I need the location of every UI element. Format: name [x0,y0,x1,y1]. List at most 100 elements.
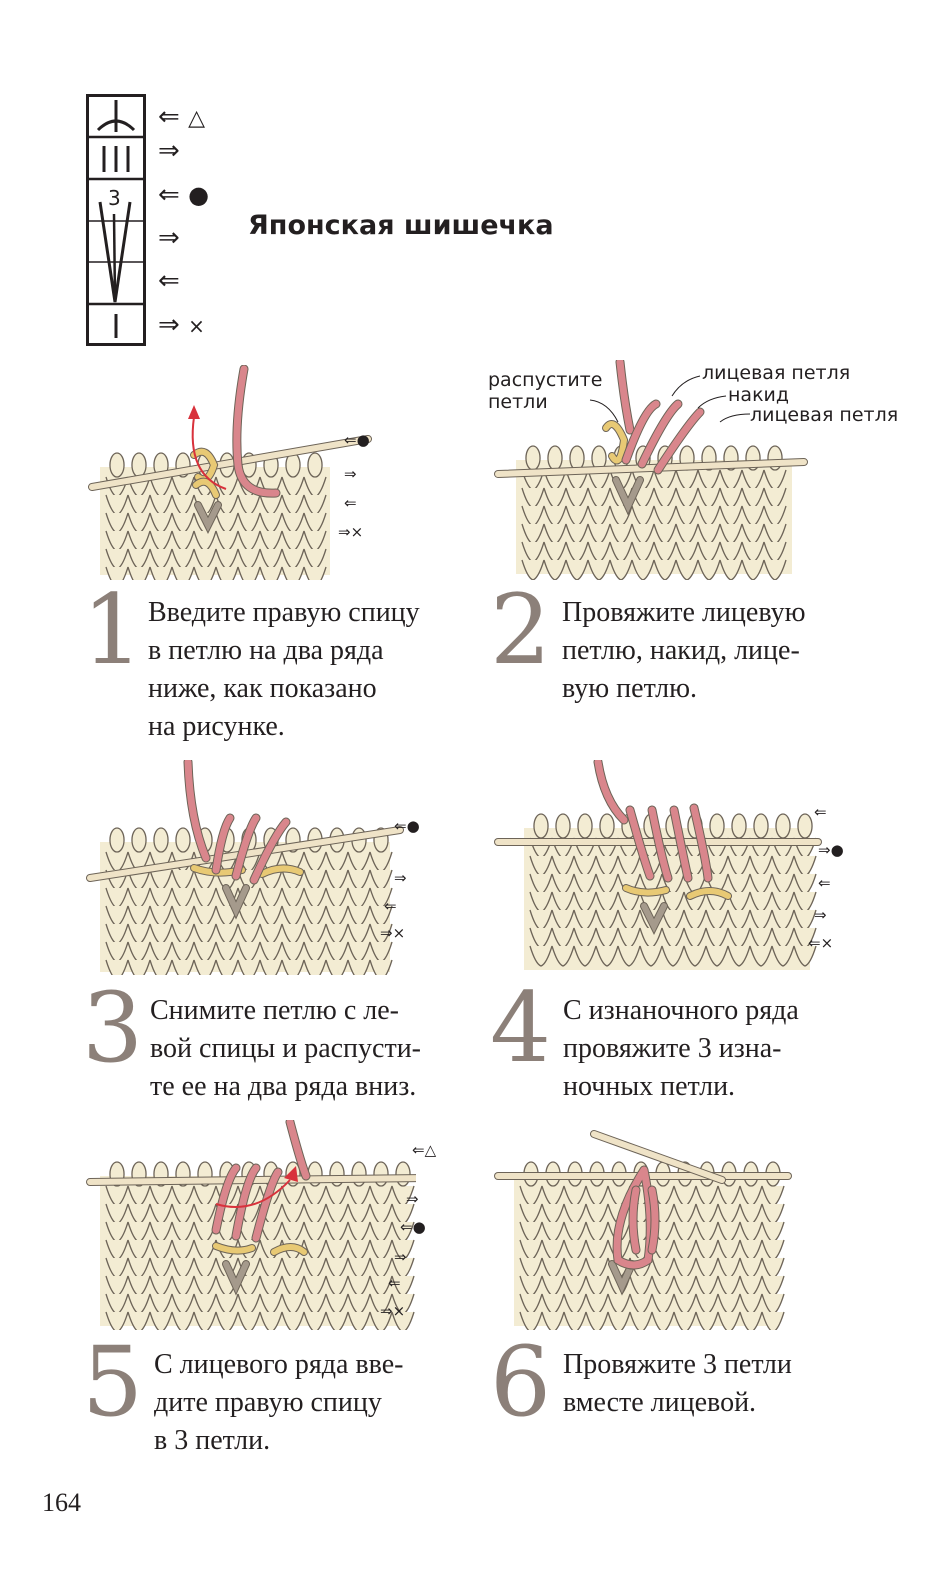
yarn-stitch [609,559,633,580]
yarn-stitch [237,1311,261,1330]
needle-loop [525,445,541,471]
needle-loop [307,452,323,478]
yarn-stitch [519,1311,543,1330]
working-yarn [594,760,628,824]
step-3-text: Снимите петлю с ле- вой спицы и распусти… [150,992,421,1106]
working-yarn [286,1120,310,1180]
step-5-text: С лицевого ряда вве- дите правую спицу в… [154,1346,403,1460]
step-1-row-label: ⇐ [344,494,357,512]
yarn-stitch [695,1311,719,1330]
yarn-stitch [215,959,239,975]
new-stitch [648,1186,659,1254]
step-4-number: 4 [490,972,552,1084]
yarn-stitch [761,1311,785,1330]
needle-loop [731,813,747,839]
needle-loop [175,827,191,853]
row-direction-arrow: ⇐ [158,180,180,210]
yarn-stitch [215,1311,239,1330]
step-6-illustration [494,1130,792,1330]
step-3-line: вой спицы и распусти- [150,1033,422,1064]
yarn-stitch [529,945,553,967]
new-stitch [622,400,660,464]
step-2-text: Провяжите лицевую петлю, накид, лице- ву… [562,594,806,708]
step-1-line: на рисунке. [148,711,285,742]
step-6-number: 6 [490,1326,552,1438]
yarn-stitch [683,945,707,967]
row-marker: △ [188,106,205,131]
yarn-stitch [105,959,129,975]
highlight-stitch [687,888,731,899]
yarn-stitch [303,959,327,975]
yarn-stitch [705,945,729,967]
chart-grid [86,94,146,346]
step-6-text: Провяжите 3 петли вместе лицевой. [563,1346,792,1422]
yarn-stitch [719,559,743,580]
step-5-row-label: ⇒ [406,1190,419,1208]
yarn-stitch [171,566,195,580]
yarn-stitch [587,559,611,580]
step-4-line: С изнаночного ряда [563,995,799,1026]
step-3-illustration [86,760,404,975]
yarn-stitch [739,1311,763,1330]
row-direction-arrow: ⇒ [158,223,180,253]
yarn-stitch [105,1311,129,1330]
step-4-row-label: ⇐ [814,803,827,821]
row-marker: × [188,314,205,338]
yarn-stitch [551,945,575,967]
needle-loop [109,452,125,478]
yarn-stitch [639,945,663,967]
yarn-stitch [673,1311,697,1330]
step-5-number: 5 [82,1326,144,1438]
yarn-stitch [193,959,217,975]
step-6-line: вместе лицевой. [563,1387,757,1418]
page-number: 164 [42,1488,81,1517]
base-stitch [223,885,249,918]
step-3-number: 3 [82,972,144,1084]
new-stitch [629,1186,640,1254]
yarn-stitch [171,1311,195,1330]
step-4-row-label: ⇐× [808,934,834,952]
yarn-stitch [651,1311,675,1330]
needle-loop [131,452,147,478]
annotation-unravel-line-2: петли [488,391,548,413]
yarn-stitch [171,959,195,975]
yarn-stitch [369,1311,393,1330]
step-4-illustration [494,760,822,970]
needle-loop [131,827,147,853]
yarn-stitch [259,566,283,580]
step-3-row-label: ⇒× [380,924,406,942]
annotation-knit-1: лицевая петля [702,362,851,384]
step-4-row-label: ⇐ [818,874,831,892]
base-stitch [613,477,643,514]
yarn-stitch [281,1311,305,1330]
chart-cell-3-label: 3 [108,186,121,210]
step-4-row-label: ⇒● [818,841,844,859]
annotation-unravel-line-1: распустите [488,369,603,391]
yarn-stitch [347,1311,371,1330]
yarn-stitch [105,566,129,580]
new-stitch [252,1168,282,1242]
highlight-stitch [271,1244,307,1255]
yarn-stitch [149,1311,173,1330]
step-2-number: 2 [490,574,552,686]
step-1-line: ниже, как показано [148,673,377,704]
step-1-number: 1 [82,574,144,686]
new-stitch [232,1164,260,1240]
yarn-stitch [127,959,151,975]
step-6-line: Провяжите 3 петли [563,1349,792,1380]
step-5-row-label: ⇒× [380,1302,406,1320]
step-1-line: в петлю на два ряда [148,635,384,666]
highlight-stitch [213,1243,255,1254]
yarn-stitch [573,945,597,967]
yarn-stitch [793,945,817,967]
yarn-stitch [607,1311,631,1330]
yarn-stitch [303,566,327,580]
step-2-line: петлю, накид, лице- [562,635,800,666]
step-1-row-label: ⇐● [344,431,370,449]
row-marker: ● [188,181,210,209]
yarn-stitch [237,959,261,975]
step-2-line: Провяжите лицевую [562,597,806,628]
annotation-knit-2: лицевая петля [750,404,899,426]
needle-loop [577,813,593,839]
row-direction-arrow: ⇒ [158,310,180,340]
